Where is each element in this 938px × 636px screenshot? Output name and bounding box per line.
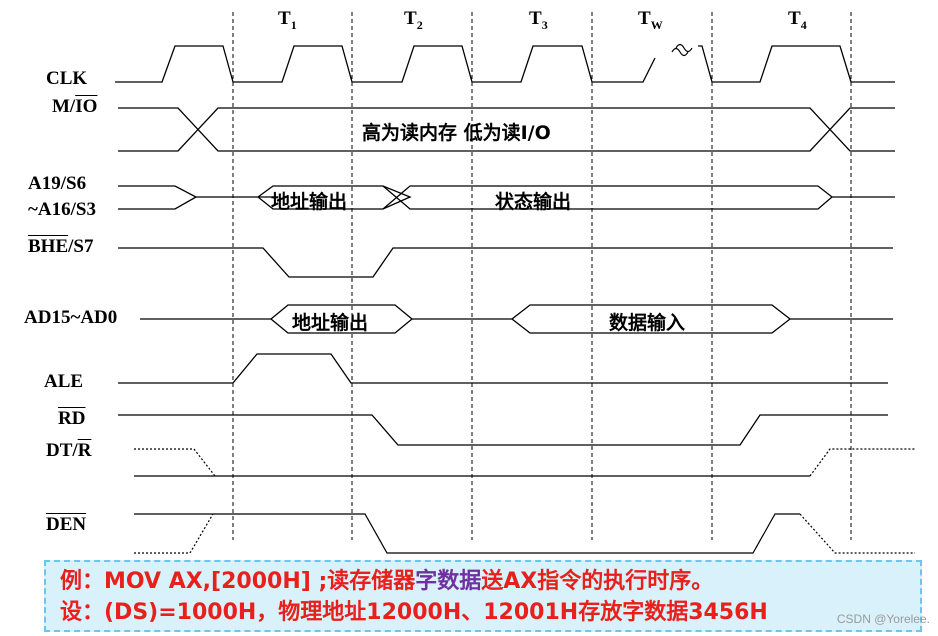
note-line-1: 例：MOV AX,[2000H] ;读存储器字数据送AX指令的执行时序。 <box>60 569 714 594</box>
addr-output-label-2: 地址输出 <box>292 312 369 334</box>
clk-waveform <box>115 45 656 83</box>
rd-waveform <box>118 414 888 446</box>
ad-waveform <box>140 304 893 334</box>
data-input-label: 数据输入 <box>609 312 686 334</box>
watermark: CSDN @Yorelee. <box>836 612 930 626</box>
period-t4-label: T4 <box>788 8 807 32</box>
signal-bhe-label: BHE/S7 <box>28 236 94 257</box>
addr-status-waveform <box>118 185 895 210</box>
example-note-box: 例：MOV AX,[2000H] ;读存储器字数据送AX指令的执行时序。 设：(… <box>44 560 922 632</box>
mio-waveform <box>118 107 895 152</box>
signal-dtr-label: DT/R <box>46 440 92 461</box>
period-t3-label: T3 <box>529 8 548 32</box>
period-boundaries <box>232 12 852 540</box>
signal-a19-label: A19/S6 <box>28 173 87 194</box>
signal-ad-label: AD15~AD0 <box>24 307 118 328</box>
signal-rd-label: RD <box>58 408 86 429</box>
signal-mio-label: M/IO <box>52 96 98 117</box>
clk-waveform-2 <box>698 45 895 83</box>
period-t1-label: T1 <box>278 8 297 32</box>
mio-description: 高为读内存 低为读I/O <box>362 122 551 144</box>
signal-a16-label: ~A16/S3 <box>28 199 96 220</box>
ale-waveform <box>118 353 888 384</box>
note-line-2: 设：(DS)=1000H，物理地址12000H、12001H存放字数据3456H <box>60 600 768 625</box>
clk-break-icon <box>671 43 693 57</box>
addr-output-label-1: 地址输出 <box>271 191 348 213</box>
signal-den-label: DEN <box>46 514 87 535</box>
signal-ale-label: ALE <box>44 371 84 392</box>
status-output-label: 状态输出 <box>495 191 572 213</box>
den-waveform <box>134 513 915 554</box>
period-t2-label: T2 <box>404 8 423 32</box>
signal-clk-label: CLK <box>46 68 88 89</box>
bhe-waveform <box>118 247 893 278</box>
period-tw-label: TW <box>638 8 663 32</box>
dtr-waveform <box>134 448 915 477</box>
